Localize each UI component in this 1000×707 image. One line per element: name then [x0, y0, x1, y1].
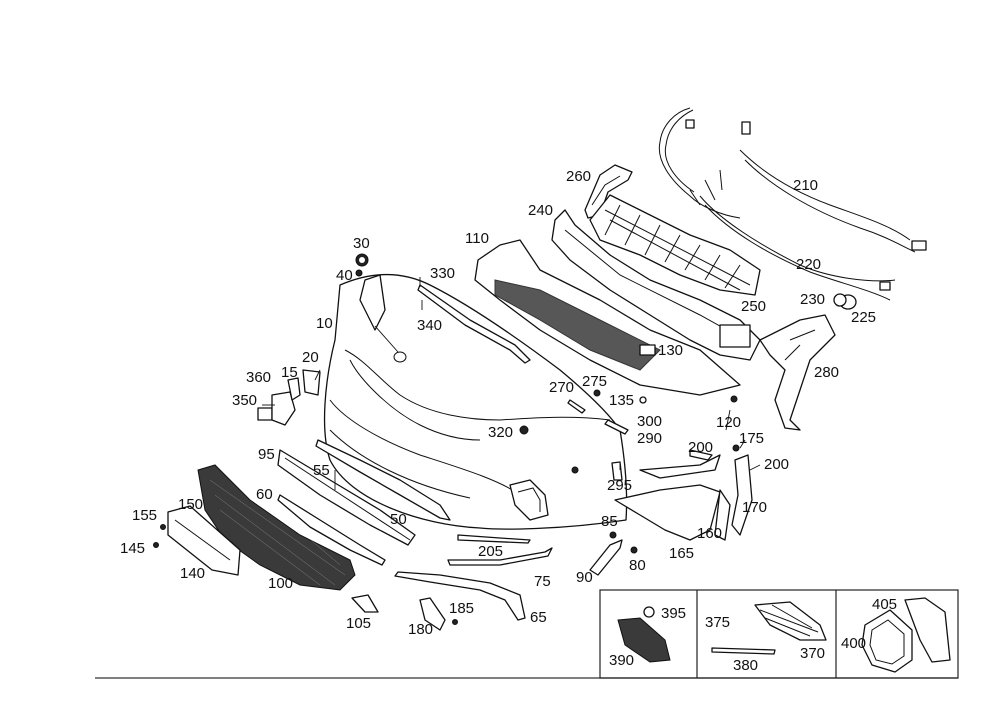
callout-10: 10 [316, 315, 333, 332]
wiring-harness [658, 107, 927, 301]
callout-290: 290 [637, 430, 662, 447]
callout-250: 250 [741, 298, 766, 315]
callout-390: 390 [609, 652, 634, 669]
callout-210: 210 [793, 177, 818, 194]
callout-270: 270 [549, 379, 574, 396]
callout-230: 230 [800, 291, 825, 308]
callout-300: 300 [637, 413, 662, 430]
callout-200a: 200 [688, 439, 713, 456]
callout-240: 240 [528, 202, 553, 219]
callout-200b: 200 [764, 456, 789, 473]
callout-180: 180 [408, 621, 433, 638]
callout-275: 275 [582, 373, 607, 390]
side-trim-parts [614, 444, 753, 541]
leader-lines [262, 277, 761, 490]
callout-105: 105 [346, 615, 371, 632]
callout-40: 40 [336, 267, 353, 284]
grille-support-250 [589, 194, 761, 296]
callout-20: 20 [302, 349, 319, 366]
lip-strips [277, 494, 553, 621]
callout-150: 150 [178, 496, 203, 513]
emblem-30 [355, 253, 386, 331]
callout-labels: 10 15 20 30 40 50 55 60 65 75 80 85 90 9… [120, 168, 897, 674]
callout-370: 370 [800, 645, 825, 662]
callout-260: 260 [566, 168, 591, 185]
callout-340: 340 [417, 317, 442, 334]
callout-400: 400 [841, 635, 866, 652]
bolt-320 [519, 425, 529, 435]
callout-155: 155 [132, 507, 157, 524]
callout-205: 205 [478, 543, 503, 560]
callout-90: 90 [576, 569, 593, 586]
callout-130: 130 [658, 342, 683, 359]
callout-75: 75 [534, 573, 551, 590]
callout-60: 60 [256, 486, 273, 503]
callout-30: 30 [353, 235, 370, 252]
callout-320: 320 [488, 424, 513, 441]
callout-280: 280 [814, 364, 839, 381]
callout-220: 220 [796, 256, 821, 273]
sensor-230 [833, 293, 857, 310]
callout-55: 55 [313, 462, 330, 479]
callout-135: 135 [609, 392, 634, 409]
callout-185: 185 [449, 600, 474, 617]
callout-175: 175 [739, 430, 764, 447]
bumper-cover-10 [323, 273, 628, 530]
callout-120: 120 [716, 414, 741, 431]
callout-50: 50 [390, 511, 407, 528]
fasteners [567, 344, 738, 481]
callout-80: 80 [629, 557, 646, 574]
callout-360: 360 [246, 369, 271, 386]
callout-350: 350 [232, 392, 257, 409]
callout-405: 405 [872, 596, 897, 613]
callout-110: 110 [465, 230, 489, 247]
callout-225: 225 [851, 309, 876, 326]
strip-330 [417, 284, 531, 364]
callout-330: 330 [430, 265, 455, 282]
callout-375: 375 [705, 614, 730, 631]
callout-165: 165 [669, 545, 694, 562]
callout-170: 170 [742, 499, 767, 516]
callout-160: 160 [697, 525, 722, 542]
callout-145: 145 [120, 540, 145, 557]
sensor-bracket-350 [257, 369, 321, 426]
fog-lamp-trim-90 [589, 531, 638, 576]
callout-295: 295 [607, 477, 632, 494]
crossmember-240 [551, 209, 761, 361]
callout-65: 65 [530, 609, 547, 626]
small-brackets [351, 594, 458, 631]
bracket-280 [759, 314, 836, 431]
callout-140: 140 [180, 565, 205, 582]
callout-15: 15 [281, 364, 298, 381]
air-guide-110 [474, 239, 741, 396]
callout-100: 100 [268, 575, 293, 592]
callout-380: 380 [733, 657, 758, 674]
callout-85: 85 [601, 513, 618, 530]
lower-trim-50 [277, 439, 451, 546]
plate-bracket-140 [153, 505, 241, 576]
callout-95: 95 [258, 446, 275, 463]
callout-395: 395 [661, 605, 686, 622]
inset-boxes [599, 589, 959, 679]
